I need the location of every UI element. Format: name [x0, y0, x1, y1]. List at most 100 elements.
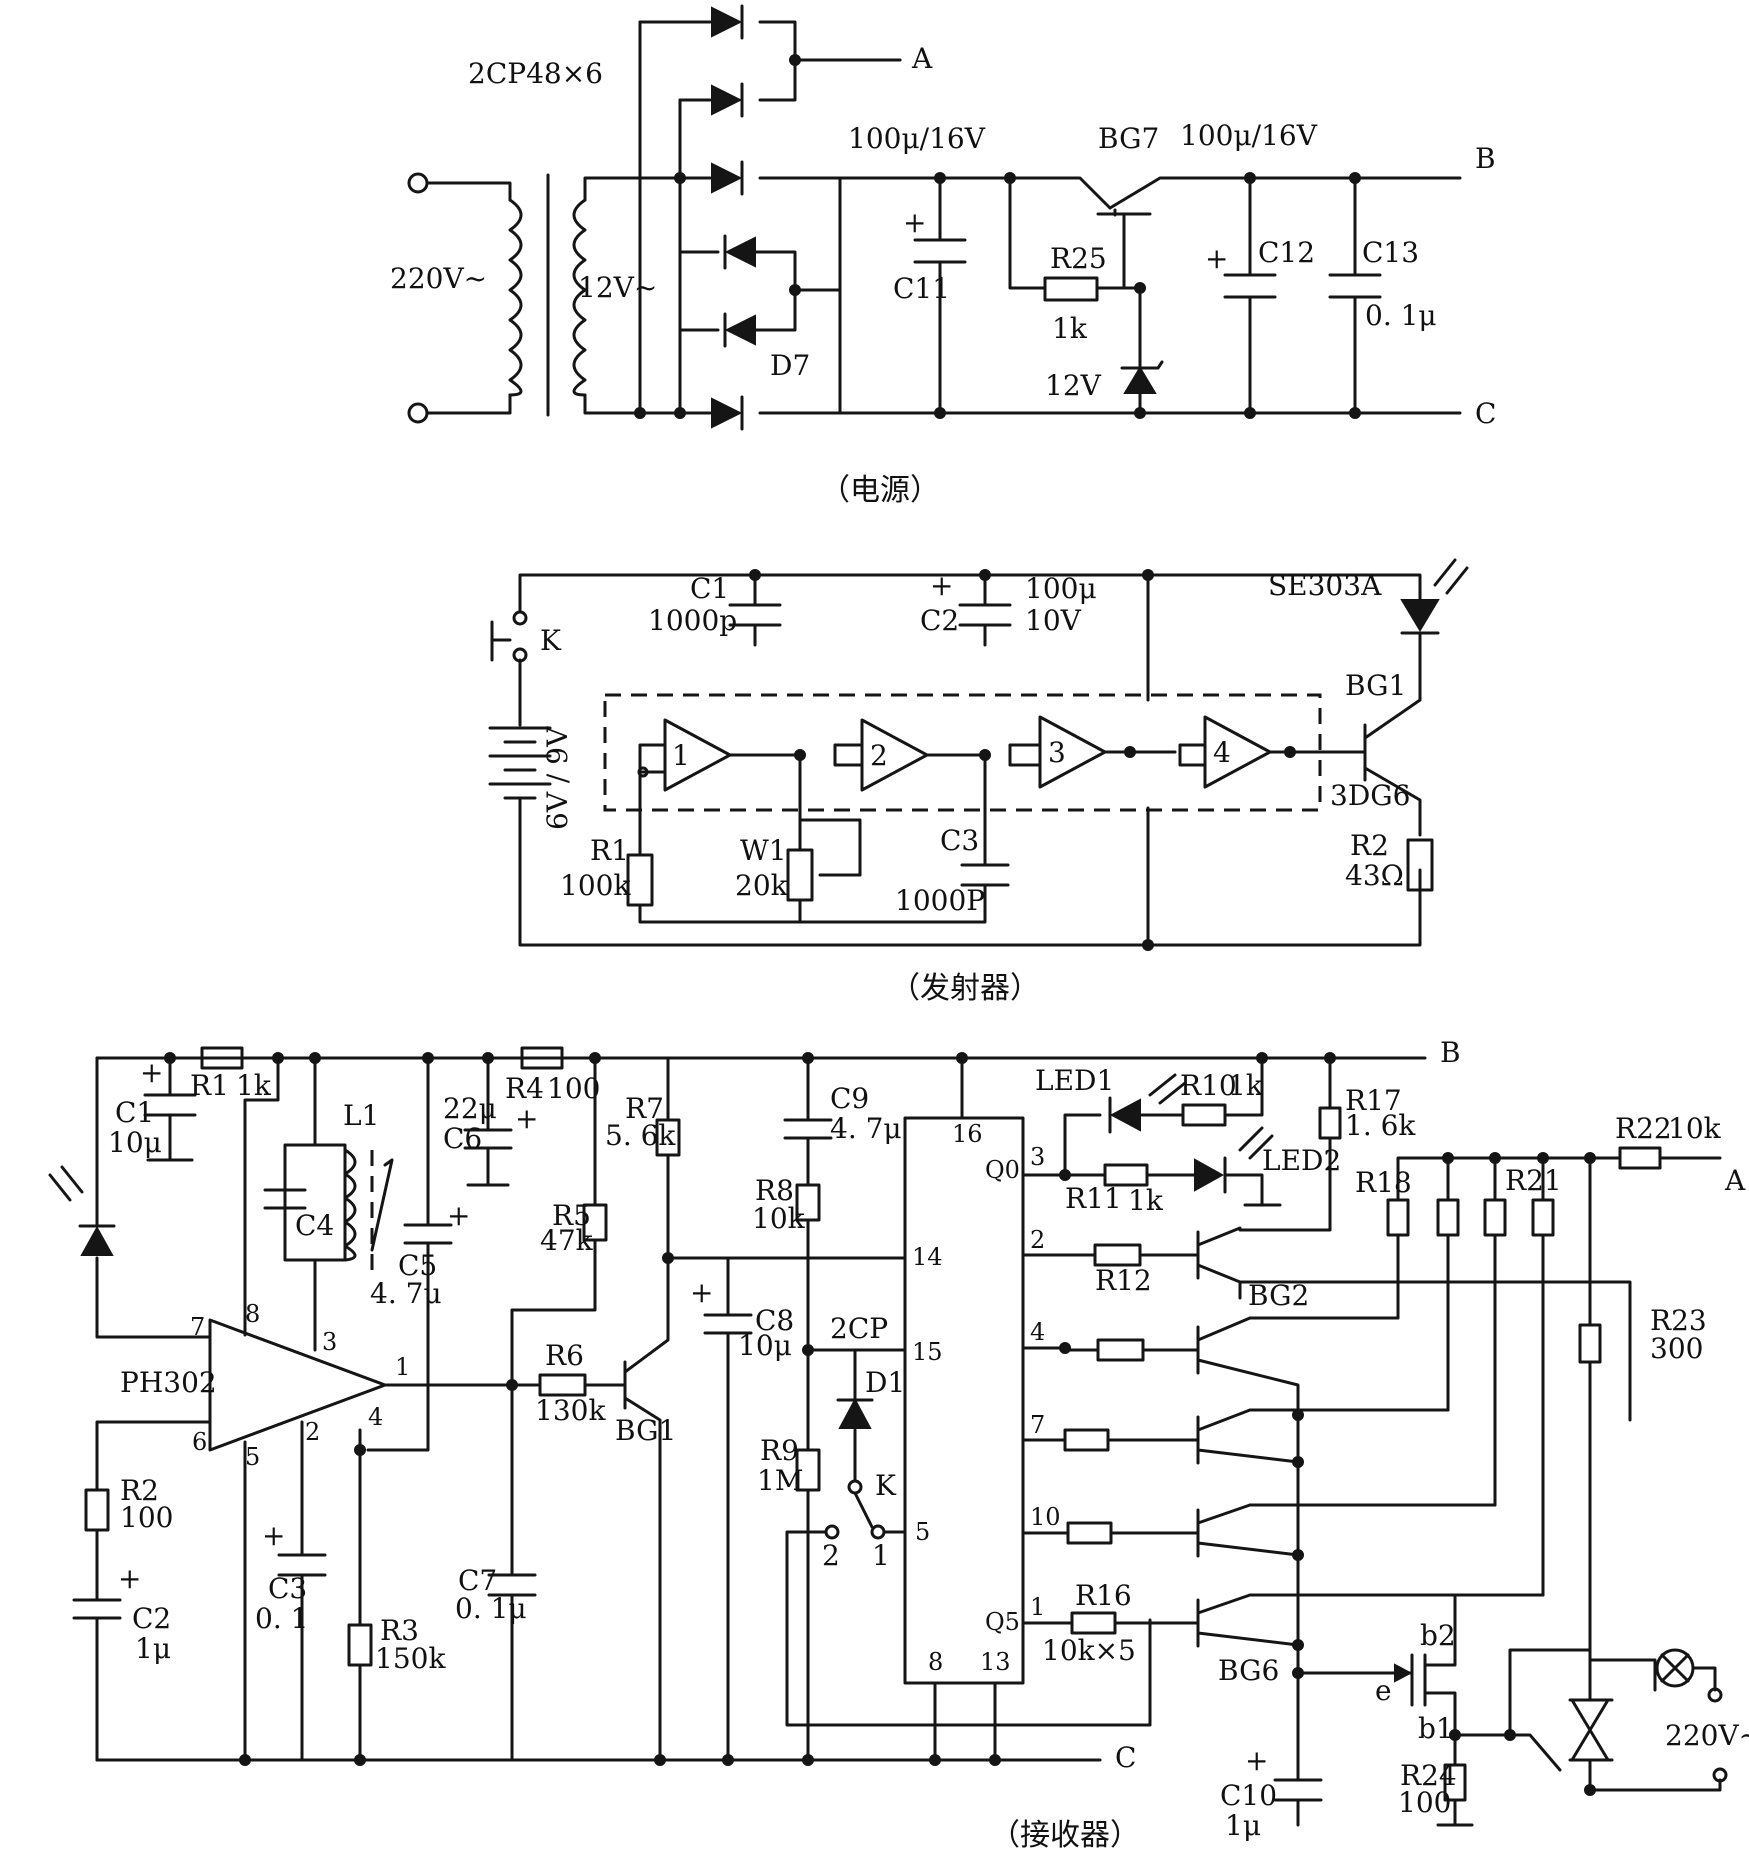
l1-coil [343, 1148, 357, 1262]
bridge-label: 2CP48×6 [468, 57, 603, 90]
t-bg1-label: BG1 [1345, 669, 1406, 702]
bridge-diodes [634, 4, 902, 431]
c9-value: 4. 7μ [830, 1112, 902, 1145]
photodiode [80, 1225, 114, 1256]
ph-pin-7: 7 [190, 1313, 205, 1341]
r-terminal-b: B [1440, 1036, 1461, 1069]
gate-4-label: 4 [1213, 736, 1231, 769]
r-terminal-a: A [1724, 1164, 1746, 1197]
r7-value: 5. 6k [605, 1119, 676, 1152]
ir-emitter-diode [1400, 599, 1440, 632]
triac [1568, 1698, 1614, 1762]
c8-value: 10μ [738, 1329, 792, 1362]
driver-transistors [1021, 1226, 1304, 1742]
t-r1-label: R1 [590, 834, 629, 867]
ph-pin-4: 4 [368, 1403, 383, 1431]
ic-pin-13: 13 [980, 1648, 1011, 1676]
ic-pin-7: 7 [1030, 1411, 1045, 1439]
zener-diode [1123, 366, 1157, 394]
gate-1-label: 1 [672, 739, 690, 772]
r6-resistor [538, 1373, 587, 1397]
c12-label: C12 [1258, 236, 1315, 269]
c6-value: 22μ [443, 1092, 497, 1125]
r22-value: 10k [1668, 1112, 1722, 1145]
terminal-c-label: C [1475, 397, 1496, 430]
r23-label: R23 [1650, 1304, 1707, 1337]
r8-label: R8 [755, 1174, 794, 1207]
t-c3-value: 1000P [895, 884, 985, 917]
t-w1-value: 20k [735, 869, 789, 902]
terminal-b-label: B [1475, 142, 1496, 175]
sw-pos-2: 2 [822, 1539, 840, 1572]
r-mains-label: 220V~ [1665, 1719, 1749, 1752]
c2-label: C2 [132, 1602, 171, 1635]
r21-label: R21 [1505, 1164, 1562, 1197]
gate-chain [637, 715, 1296, 792]
ic-pin-4: 4 [1030, 1318, 1045, 1346]
c11-plus: + [903, 206, 926, 239]
c11-value-label: 100μ/16V [848, 122, 986, 155]
t-w1-label: W1 [740, 834, 787, 867]
c13-value: 0. 1μ [1365, 299, 1437, 332]
r24-label: R24 [1400, 1759, 1457, 1792]
r11-label: R11 [1065, 1182, 1122, 1215]
r24-resistor [1443, 1763, 1467, 1802]
mains-voltage-label: 220V~ [390, 262, 487, 295]
ph-pin-2: 2 [305, 1418, 320, 1446]
c9-label: C9 [830, 1082, 869, 1115]
ic-pin-5: 5 [915, 1518, 930, 1546]
t-w1-potentiometer [786, 848, 814, 902]
t-c2-value-1: 100μ [1025, 572, 1097, 605]
ic-pin-1: 1 [1030, 1593, 1045, 1621]
ic-pin-2: 2 [1030, 1226, 1045, 1254]
d7-label: D7 [770, 349, 810, 382]
ic-pin-16: 16 [952, 1120, 983, 1148]
r7-resistor [655, 1118, 681, 1157]
r-terminal-c: C [1115, 1741, 1136, 1774]
ujt-b2: b2 [1420, 1619, 1456, 1652]
c7-value: 0. 1μ [455, 1592, 527, 1625]
r23-resistor [1578, 1323, 1602, 1364]
battery-label: 6V / 9V [541, 726, 574, 830]
led2-diode [1194, 1158, 1225, 1192]
r4-value: 100 [547, 1072, 600, 1105]
r9-label: R9 [760, 1434, 799, 1467]
r8-resistor [795, 1183, 821, 1222]
counter-ic [903, 1116, 1025, 1685]
c10-value: 1μ [1225, 1809, 1261, 1842]
t-r1-resistor [626, 853, 654, 907]
c3-plus: + [262, 1519, 285, 1552]
r9-resistor [795, 1448, 821, 1492]
t-c3-label: C3 [940, 824, 979, 857]
r-r1-resistor [200, 1046, 244, 1070]
r17-label: R17 [1345, 1084, 1402, 1117]
r-r1-value: 1k [236, 1069, 272, 1102]
d1-type-label: 2CP [830, 1312, 888, 1345]
c5-plus: + [447, 1199, 470, 1232]
bg2-label: BG2 [1248, 1279, 1309, 1312]
c2-plus: + [118, 1562, 141, 1595]
c4-label: C4 [295, 1209, 334, 1242]
battery-symbol [488, 726, 552, 800]
r10-resistor [1181, 1103, 1227, 1127]
receiver-caption: （接收器） [990, 1818, 1140, 1853]
terminal-a-label: A [911, 42, 933, 75]
r6-label: R6 [545, 1339, 584, 1372]
switch-k-label: K [540, 624, 562, 657]
t-r1-value: 100k [560, 869, 631, 902]
secondary-voltage-label: 12V~ [578, 271, 657, 304]
bg7-label: BG7 [1098, 122, 1159, 155]
ujt-e: e [1375, 1674, 1392, 1707]
r11-resistor [1103, 1163, 1149, 1187]
ic-q0: Q0 [985, 1156, 1020, 1184]
c11-label: C11 [893, 272, 950, 305]
r6-value: 130k [535, 1394, 606, 1427]
r22-resistor [1618, 1146, 1662, 1170]
c10-label: C10 [1220, 1779, 1277, 1812]
c13-label: C13 [1362, 236, 1419, 269]
led2-label: LED2 [1262, 1144, 1341, 1177]
r21-resistor [1531, 1198, 1555, 1237]
r-c1-plus: + [140, 1056, 163, 1089]
r25-label: R25 [1050, 242, 1107, 275]
r22-label: R22 [1615, 1112, 1672, 1145]
